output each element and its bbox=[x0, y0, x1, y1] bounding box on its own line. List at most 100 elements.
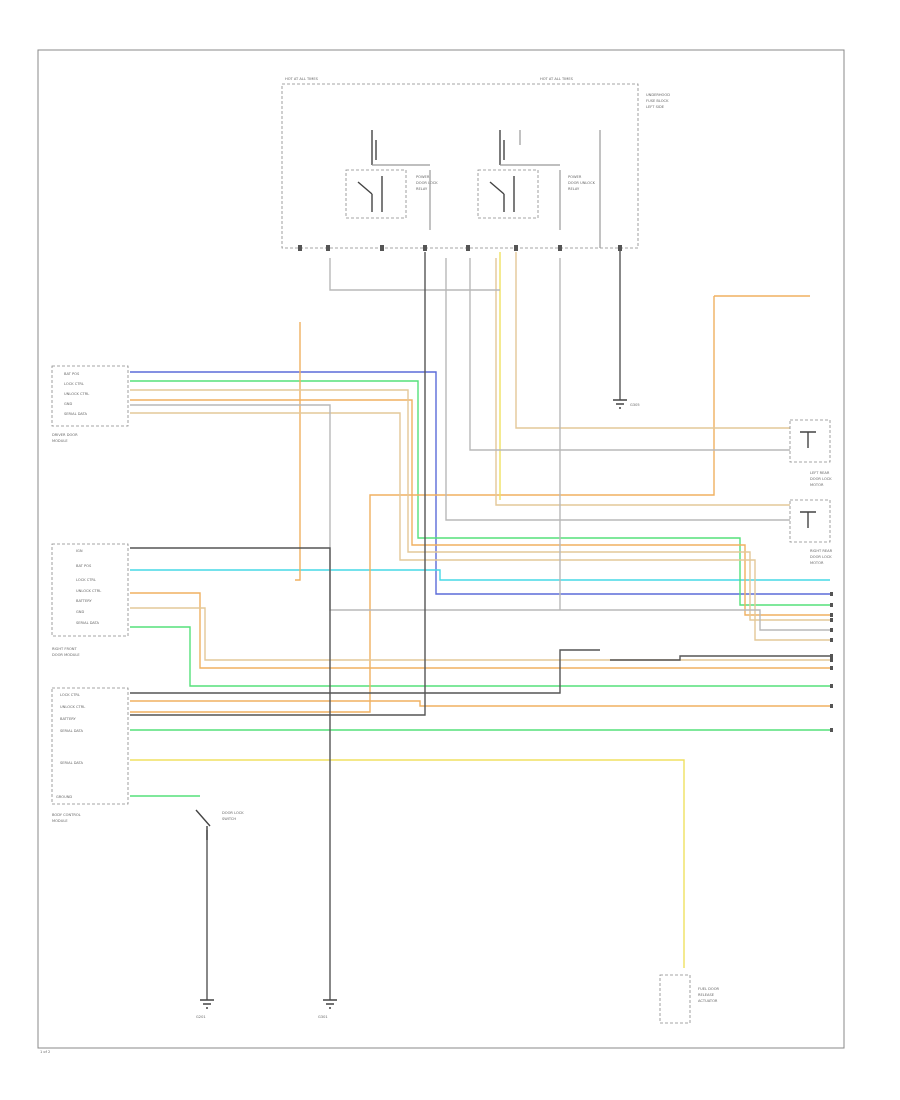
driver-title-1: DRIVER DOOR bbox=[52, 433, 78, 437]
diagram-frame bbox=[37, 49, 845, 1049]
body-title-1: BODY CONTROL bbox=[52, 813, 81, 817]
wire-orange-4 bbox=[130, 399, 830, 616]
relay-2-label-2: DOOR UNLOCK bbox=[568, 181, 596, 185]
door-lock-switch-label-2: SWITCH bbox=[222, 817, 236, 821]
wire-green-1 bbox=[130, 380, 830, 606]
left-rear-motor-label-1: LEFT REAR bbox=[810, 471, 830, 475]
door-lock-switch-label-1: DOOR LOCK bbox=[222, 811, 244, 815]
footer-code: 1 of 2 bbox=[40, 1050, 50, 1054]
wires bbox=[130, 250, 830, 1000]
fuel-door-actuator: FUEL DOOR RELEASE ACTUATOR bbox=[659, 974, 720, 1024]
driver-door-module: BAT POS LOCK CTRL UNLOCK CTRL GND SERIAL… bbox=[51, 365, 129, 443]
left-rear-motor-box bbox=[789, 419, 831, 463]
fuse-2 bbox=[499, 130, 505, 165]
fuel-door-box bbox=[659, 974, 691, 1024]
relay-2-label-1: POWER bbox=[568, 175, 582, 179]
right-rear-motor-box bbox=[789, 499, 831, 543]
body-pin-1: LOCK CTRL bbox=[60, 693, 80, 697]
fuse-block-title-1: UNDERHOOD bbox=[646, 93, 670, 97]
body-pin-6: GROUND bbox=[56, 795, 72, 799]
fuse-block-left-header: HOT AT ALL TIMES bbox=[285, 77, 319, 81]
wire-tan-1 bbox=[130, 389, 830, 621]
fuse-1 bbox=[371, 130, 377, 165]
right-connector-pins bbox=[830, 592, 833, 732]
fuse-block: HOT AT ALL TIMES HOT AT ALL TIMES UNDERH… bbox=[281, 77, 670, 251]
left-rear-motor-label-2: DOOR LOCK bbox=[810, 477, 832, 481]
wire-dark-3 bbox=[130, 252, 426, 716]
relay-2-box bbox=[477, 169, 539, 219]
right-rear-motor-label-3: MOTOR bbox=[810, 561, 824, 565]
ground-g305-symbol bbox=[613, 399, 627, 409]
wire-dark-1 bbox=[130, 547, 331, 1000]
fuse-block-right-header: HOT AT ALL TIMES bbox=[540, 77, 574, 81]
fuel-door-label-3: ACTUATOR bbox=[698, 999, 718, 1003]
wire-dark-4 bbox=[610, 655, 830, 661]
relay-1-label-3: RELAY bbox=[416, 187, 428, 191]
wire-gray-1 bbox=[469, 258, 790, 451]
fuse-block-connectors bbox=[298, 245, 622, 251]
relay-coils bbox=[429, 130, 601, 248]
wire-blue-1 bbox=[130, 371, 830, 595]
wire-cyan-1 bbox=[130, 569, 830, 581]
wire-tan-3 bbox=[130, 607, 830, 661]
relay-1-label-1: POWER bbox=[416, 175, 430, 179]
relay-1-box bbox=[345, 169, 407, 219]
passenger-title-2: DOOR MODULE bbox=[52, 653, 80, 657]
body-pin-2: UNLOCK CTRL bbox=[60, 705, 85, 709]
relay-2-label-3: RELAY bbox=[568, 187, 580, 191]
ground-g301-symbol bbox=[323, 999, 337, 1009]
door-lock-switch-symbol bbox=[195, 809, 211, 840]
passenger-module-box bbox=[51, 543, 129, 637]
left-rear-door-lock-motor: LEFT REAR DOOR LOCK MOTOR bbox=[789, 419, 832, 487]
body-pin-4: SERIAL DATA bbox=[60, 729, 84, 733]
driver-module-box bbox=[51, 365, 129, 427]
passenger-pin-6: GND bbox=[76, 610, 84, 614]
ground-g305: G305 bbox=[613, 399, 640, 409]
wire-gray-2 bbox=[445, 258, 790, 521]
ground-g301-label: G301 bbox=[318, 1015, 328, 1019]
passenger-pin-3: LOCK CTRL bbox=[76, 578, 96, 582]
body-module-box bbox=[51, 687, 129, 805]
ground-g201-label: G201 bbox=[196, 1015, 206, 1019]
passenger-pin-7: SERIAL DATA bbox=[76, 621, 100, 625]
passenger-pin-2: BAT POS bbox=[76, 564, 92, 568]
driver-pin-4: GND bbox=[64, 402, 72, 406]
ground-g305-label: G305 bbox=[630, 403, 640, 407]
wire-green-2 bbox=[130, 626, 830, 687]
wire-tan-4 bbox=[515, 252, 790, 429]
wire-tan-5 bbox=[495, 258, 790, 506]
ground-g201-symbol bbox=[200, 999, 214, 1009]
fuel-door-label-1: FUEL DOOR bbox=[698, 987, 720, 991]
driver-pin-3: UNLOCK CTRL bbox=[64, 392, 89, 396]
passenger-title-1: RIGHT FRONT bbox=[52, 647, 77, 651]
wire-dark-2 bbox=[130, 649, 600, 694]
left-rear-motor-label-3: MOTOR bbox=[810, 483, 824, 487]
fuse-block-title-2: FUSE BLOCK bbox=[646, 99, 669, 103]
passenger-door-module: IGN BAT POS LOCK CTRL UNLOCK CTRL BATTER… bbox=[51, 543, 129, 657]
wire-orange-6 bbox=[130, 700, 830, 707]
relay-1-label-2: DOOR LOCK bbox=[416, 181, 438, 185]
body-pin-3: BATTERY bbox=[60, 717, 77, 721]
right-rear-motor-label-2: DOOR LOCK bbox=[810, 555, 832, 559]
right-rear-motor-symbol bbox=[800, 511, 816, 528]
body-title-2: MODULE bbox=[52, 819, 68, 823]
driver-pin-5: SERIAL DATA bbox=[64, 412, 88, 416]
wire-orange-3 bbox=[130, 296, 715, 713]
passenger-pin-5: BATTERY bbox=[76, 599, 93, 603]
left-rear-motor-symbol bbox=[800, 431, 816, 448]
relay-1-switch bbox=[357, 176, 383, 212]
body-control-module: LOCK CTRL UNLOCK CTRL BATTERY SERIAL DAT… bbox=[51, 687, 129, 823]
wire-yellow-1 bbox=[130, 759, 685, 968]
driver-title-2: MODULE bbox=[52, 439, 68, 443]
right-rear-door-lock-motor: RIGHT REAR DOOR LOCK MOTOR bbox=[789, 499, 833, 565]
wire-orange-1 bbox=[295, 322, 301, 581]
body-pin-5: SERIAL DATA bbox=[60, 761, 84, 765]
right-rear-motor-label-1: RIGHT REAR bbox=[810, 549, 833, 553]
fuel-door-label-2: RELEASE bbox=[698, 993, 715, 997]
passenger-pin-4: UNLOCK CTRL bbox=[76, 589, 101, 593]
relay-2-switch bbox=[489, 176, 515, 212]
fuse-block-box bbox=[281, 83, 639, 249]
driver-pin-1: BAT POS bbox=[64, 372, 80, 376]
wire-tan-2 bbox=[130, 412, 830, 641]
